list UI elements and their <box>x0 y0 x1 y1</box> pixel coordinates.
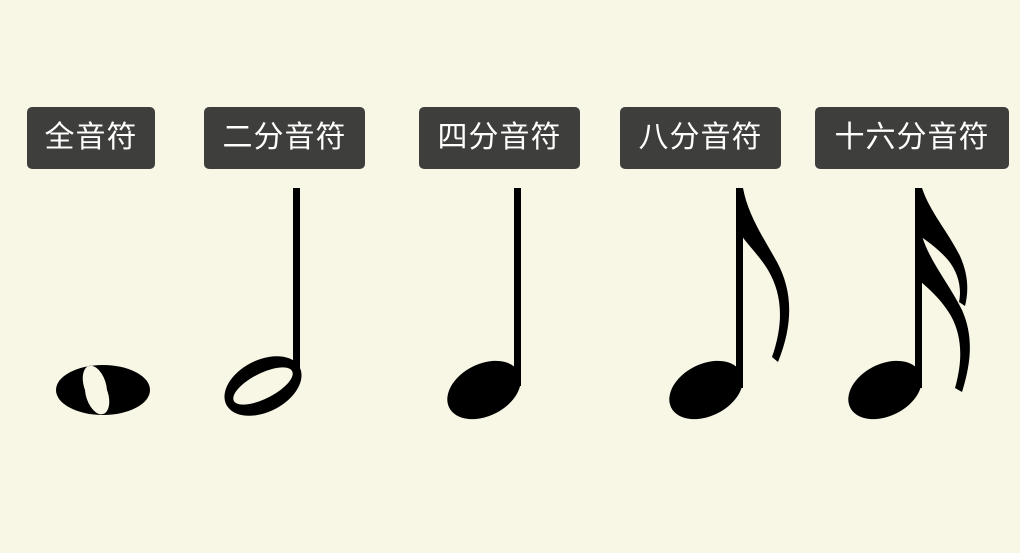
label-half-note: 二分音符 <box>204 107 365 169</box>
eighth-note-icon <box>669 188 790 420</box>
label-sixteenth-note: 十六分音符 <box>815 107 1009 169</box>
label-whole-note: 全音符 <box>27 107 155 169</box>
whole-note-icon <box>55 364 150 416</box>
sixteenth-note-icon <box>848 188 970 420</box>
label-quarter-note: 四分音符 <box>419 107 580 169</box>
half-note-icon <box>224 188 302 416</box>
label-eighth-note: 八分音符 <box>620 107 781 169</box>
quarter-note-icon <box>447 188 521 420</box>
